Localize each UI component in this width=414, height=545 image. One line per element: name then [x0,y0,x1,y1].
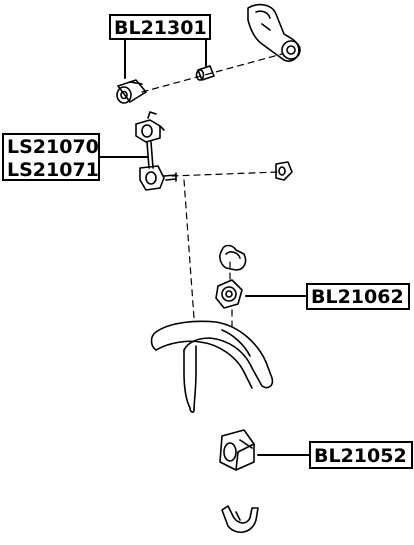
stabilizer-bracket [247,3,301,62]
bushing-bl21301-large [116,79,147,104]
part-number-text: LS21070 [7,136,99,158]
leader-lines [99,39,310,456]
part-label-bl21062[interactable]: BL21062 [306,283,410,310]
bottom-bracket [221,505,259,533]
part-number-text: BL21052 [314,445,407,467]
part-number-text: LS21071 [7,159,99,181]
part-number-text: BL21301 [114,17,207,39]
part-number-text: BL21062 [311,286,404,308]
bushing-bl21301-small [195,65,215,81]
part-label-bl21301[interactable]: BL21301 [109,14,211,40]
stabilizer-bar [150,320,274,413]
part-label-bl21052[interactable]: BL21052 [309,441,413,469]
nut [275,161,293,181]
bushing-bl21052 [219,429,255,471]
stabilizer-link [135,111,177,191]
part-label-ls21070-ls21071[interactable]: LS21070 LS21071 [2,133,100,181]
dashed-alignment-lines [141,53,283,331]
clamp [219,244,247,271]
bushing-bl21062 [215,279,243,309]
